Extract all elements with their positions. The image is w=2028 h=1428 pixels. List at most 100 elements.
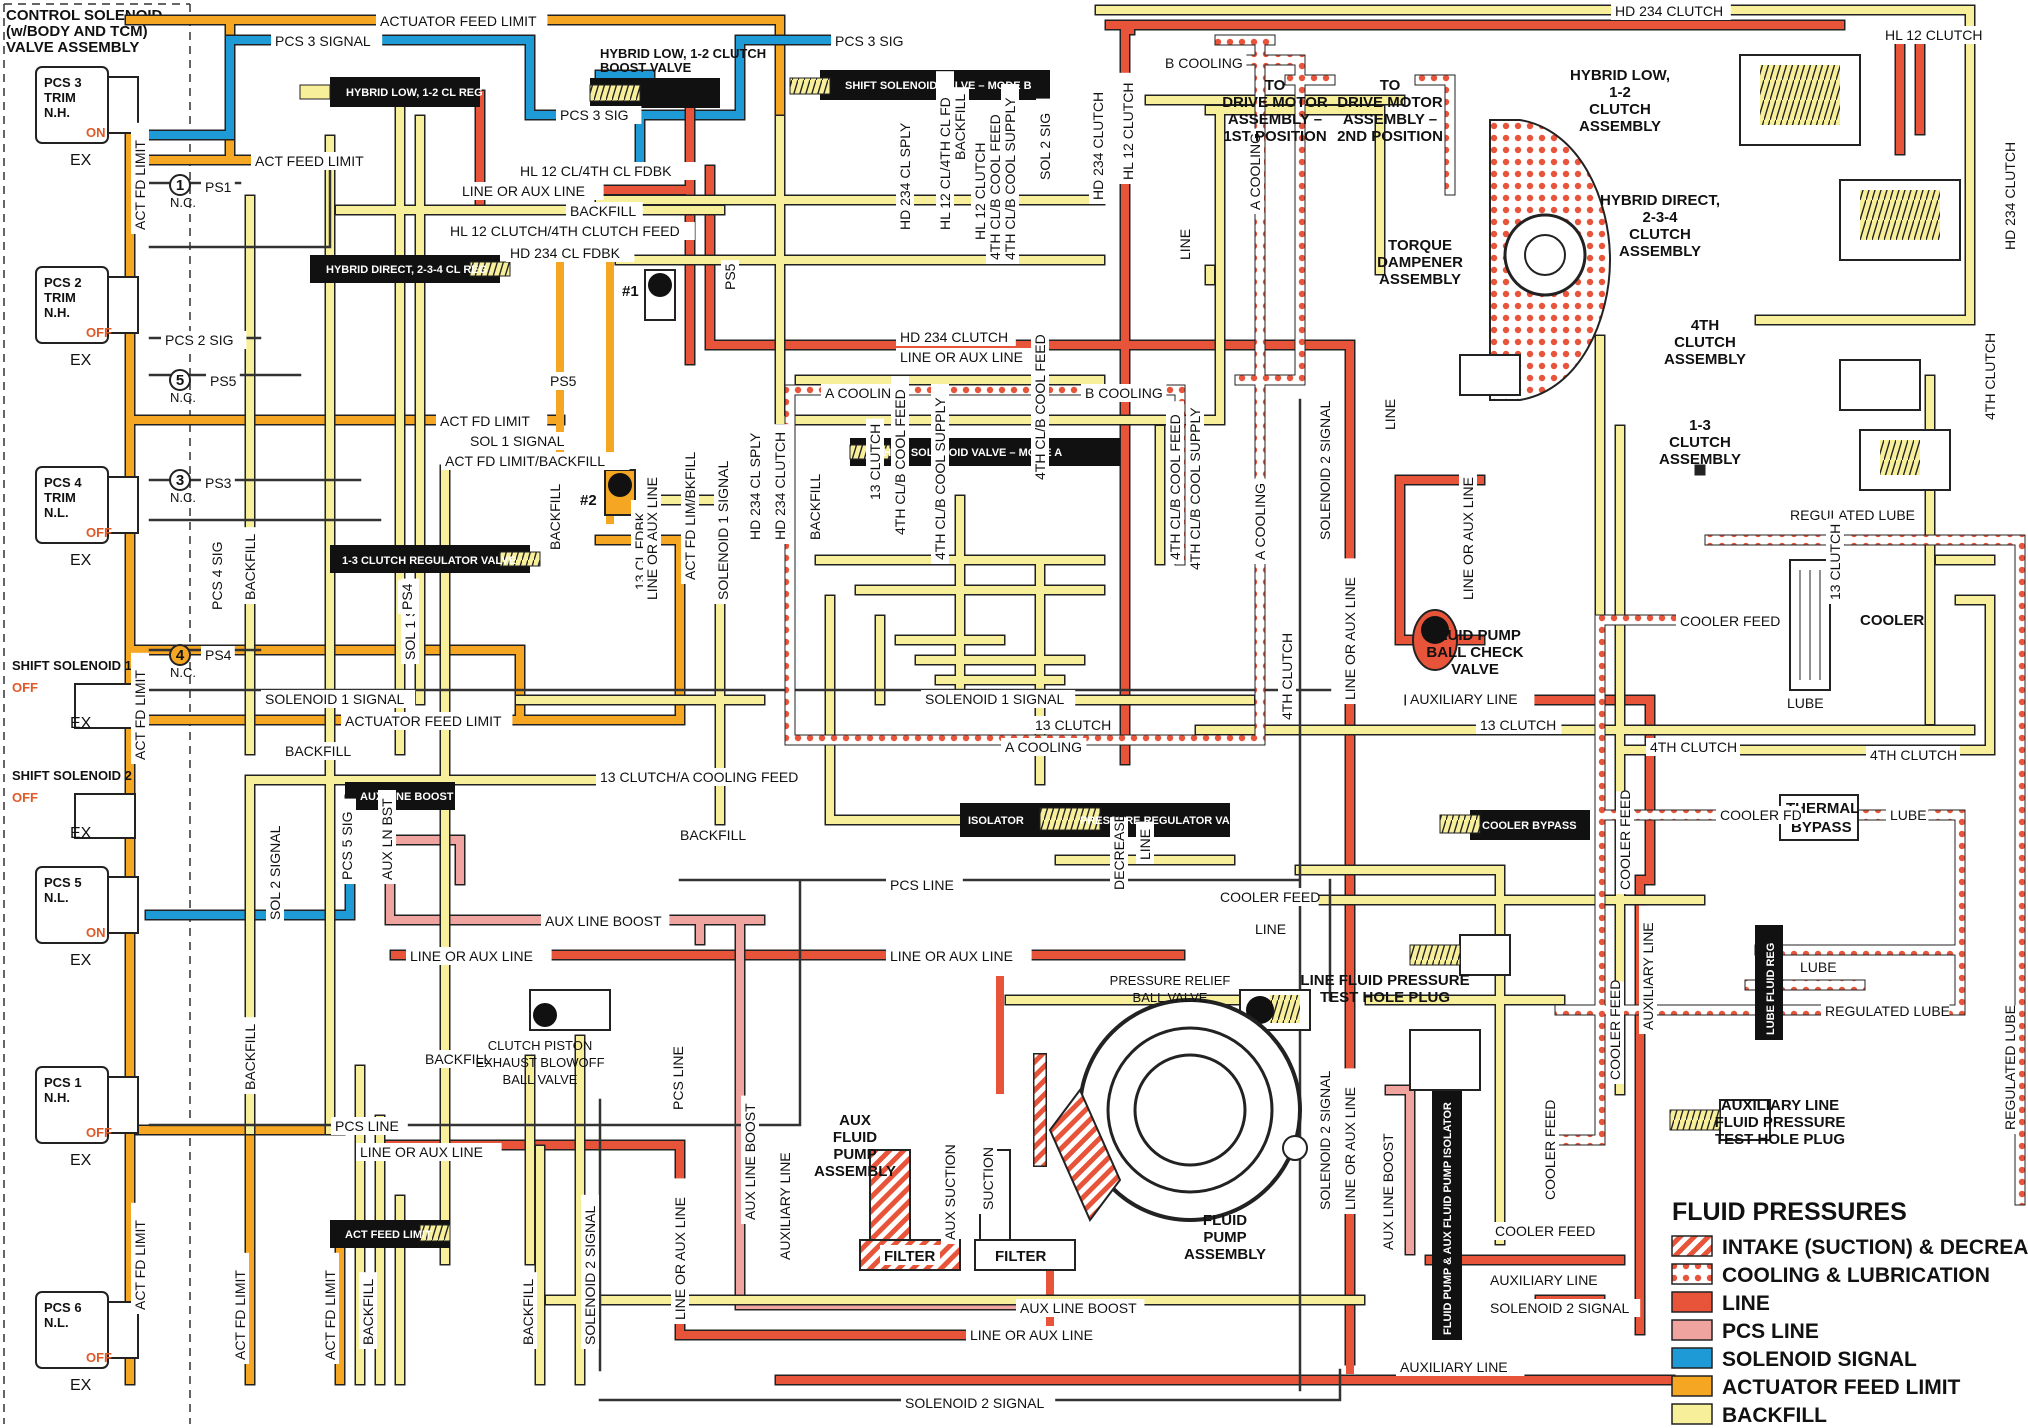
fluid-pump-ball-check[interactable] bbox=[1412, 609, 1458, 671]
label-background bbox=[406, 947, 552, 965]
valve-pressure-regulator[interactable]: ISOLATOR PRESSURE REGULATOR VALVE bbox=[960, 803, 1250, 837]
label-background bbox=[251, 152, 380, 170]
clutch-fourth[interactable] bbox=[1839, 359, 1921, 411]
label-background bbox=[1001, 738, 1087, 756]
label-background bbox=[341, 712, 513, 730]
label-background bbox=[921, 690, 1076, 708]
line-test-plug[interactable] bbox=[1409, 934, 1511, 976]
label-background bbox=[1886, 806, 1929, 824]
valve-hybrid-low-boost[interactable]: HYBRID LOW, 1-2 CLUTCH BOOST VALVE bbox=[589, 46, 766, 108]
passage-label-92: LINE OR AUX LINE bbox=[1460, 477, 1476, 600]
clutch-one-three[interactable] bbox=[1859, 429, 1951, 491]
torque-dampener[interactable] bbox=[1459, 119, 1612, 401]
valve-label: AUX LINE BOOST bbox=[360, 791, 454, 803]
fluid-pump[interactable] bbox=[1048, 998, 1308, 1222]
passage-label-89: 4TH CLUTCH bbox=[1279, 633, 1295, 720]
passage-label-30: 13 CLUTCH bbox=[1480, 717, 1556, 733]
valve-fp-aux-isolator[interactable]: FLUID PUMP & AUX FLUID PUMP ISOLATOR bbox=[1409, 1029, 1481, 1340]
passage-label-1: PCS 3 SIGNAL bbox=[275, 33, 371, 49]
component-label-12: ASSEMBLY bbox=[814, 1163, 896, 1180]
pressure-relief-ball[interactable] bbox=[1239, 989, 1311, 1031]
passage-label-7: HL 12 CLUTCH/4TH CLUTCH FEED bbox=[450, 223, 680, 239]
passage-label-47: SOLENOID 2 SIGNAL bbox=[1490, 1300, 1629, 1316]
passage-label-80: SOLENOID 2 SIGNAL bbox=[1317, 1071, 1333, 1210]
passage-label-58: LUBE bbox=[1787, 695, 1824, 711]
label-background bbox=[201, 474, 235, 492]
legend-swatch-hatch bbox=[1671, 1235, 1713, 1257]
label-background bbox=[436, 412, 548, 430]
component-label-0: ASSEMBLY – bbox=[1228, 111, 1322, 128]
passage-label-96: SOL 2 SIG bbox=[1037, 113, 1053, 180]
passage-label-9: HD 234 CL FDBK bbox=[510, 245, 621, 261]
clutch-hybrid-direct[interactable] bbox=[1839, 179, 1961, 261]
component-label-8: LINE FLUID PRESSURE bbox=[1300, 972, 1469, 989]
passage-label-15: PS1 bbox=[205, 179, 232, 195]
passage-label-23: B COOLING bbox=[1165, 55, 1243, 71]
clutch-hybrid-low[interactable] bbox=[1739, 54, 1861, 146]
label-background bbox=[951, 87, 969, 164]
label-background bbox=[376, 12, 548, 30]
valve-shift-mode-a[interactable]: SHIFT SOLENOID VALVE – MODE A bbox=[849, 438, 1120, 466]
exhaust-label: EX bbox=[70, 1152, 92, 1169]
label-background bbox=[2001, 134, 2019, 254]
label-background bbox=[581, 1194, 599, 1349]
component-label-1: TO bbox=[1380, 77, 1401, 94]
valve-hybrid-low-reg[interactable]: HYBRID LOW, 1-2 CL REG bbox=[299, 77, 483, 107]
label-background bbox=[271, 32, 383, 50]
label-background bbox=[714, 449, 732, 604]
solenoid-state: OFF bbox=[86, 525, 112, 540]
check-ball-label: #2 bbox=[580, 492, 597, 509]
component-label-6: ASSEMBLY bbox=[1659, 451, 1741, 468]
label-background bbox=[1796, 958, 1839, 976]
valve-aux-line-boost[interactable]: AUX LINE BOOST bbox=[345, 782, 455, 810]
valve-act-feed-limit[interactable]: ACT FEED LIMIT bbox=[330, 1220, 451, 1248]
passage-label-54: LINE OR AUX LINE bbox=[360, 1144, 483, 1160]
cooler[interactable] bbox=[1789, 559, 1831, 691]
passage-label-104: HD 234 CL SPLY bbox=[747, 432, 763, 540]
passage-label-65: BACKFILL bbox=[242, 1024, 258, 1090]
exhaust-label: EX bbox=[70, 1377, 92, 1394]
filter-right[interactable]: FILTER bbox=[974, 1239, 1076, 1271]
valve-cooler-bypass[interactable]: COOLER BYPASS bbox=[1439, 810, 1590, 840]
aux-test-plug[interactable] bbox=[1669, 1099, 1771, 1141]
component-label-1: ASSEMBLY – bbox=[1343, 111, 1437, 128]
valve-one-three-reg[interactable]: 1-3 CLUTCH REGULATOR VALVE bbox=[330, 545, 541, 573]
check-ball-1[interactable]: #1 bbox=[622, 269, 676, 321]
passage-label-34: AUXILIARY LINE bbox=[1410, 691, 1518, 707]
valve-lube-reg[interactable]: LUBE FLUID REG bbox=[1755, 925, 1783, 1040]
filter-left[interactable]: FILTER bbox=[859, 1239, 961, 1271]
solenoid-name: SHIFT SOLENOID 1 bbox=[12, 658, 132, 673]
passage-label-0: ACTUATOR FEED LIMIT bbox=[380, 13, 537, 29]
callout-number-0: 1 bbox=[176, 177, 184, 194]
label-background bbox=[936, 71, 954, 234]
valve-hybrid-direct-reg[interactable]: HYBRID DIRECT, 2-3-4 CL REG bbox=[310, 255, 511, 283]
legend-label-sol: SOLENOID SIGNAL bbox=[1722, 1348, 1917, 1371]
boost-label-2: BOOST VALVE bbox=[600, 60, 692, 75]
component-label-13: ASSEMBLY bbox=[1184, 1246, 1266, 1263]
solenoid-plunger bbox=[107, 476, 139, 534]
cooler-label: COOLER bbox=[1860, 612, 1924, 629]
label-background bbox=[1110, 817, 1128, 894]
exhaust-label: EX bbox=[70, 715, 92, 732]
label-background bbox=[1606, 981, 1624, 1084]
passage-label-99: BACKFILL bbox=[952, 94, 968, 160]
exhaust-label: EX bbox=[70, 152, 92, 169]
passage-label-91: LINE bbox=[1382, 399, 1398, 430]
passage-label-40: LINE bbox=[1255, 921, 1286, 937]
label-background bbox=[1786, 506, 1915, 524]
passage-label-46: AUXILIARY LINE bbox=[1490, 1272, 1598, 1288]
valve-label: COOLER BYPASS bbox=[1482, 820, 1577, 832]
label-background bbox=[241, 1017, 259, 1094]
passage-label-38: PCS LINE bbox=[890, 877, 954, 893]
check-ball-2[interactable]: #2 bbox=[580, 469, 636, 516]
label-background bbox=[1246, 128, 1264, 214]
clutch-piston-ball[interactable] bbox=[529, 989, 611, 1031]
